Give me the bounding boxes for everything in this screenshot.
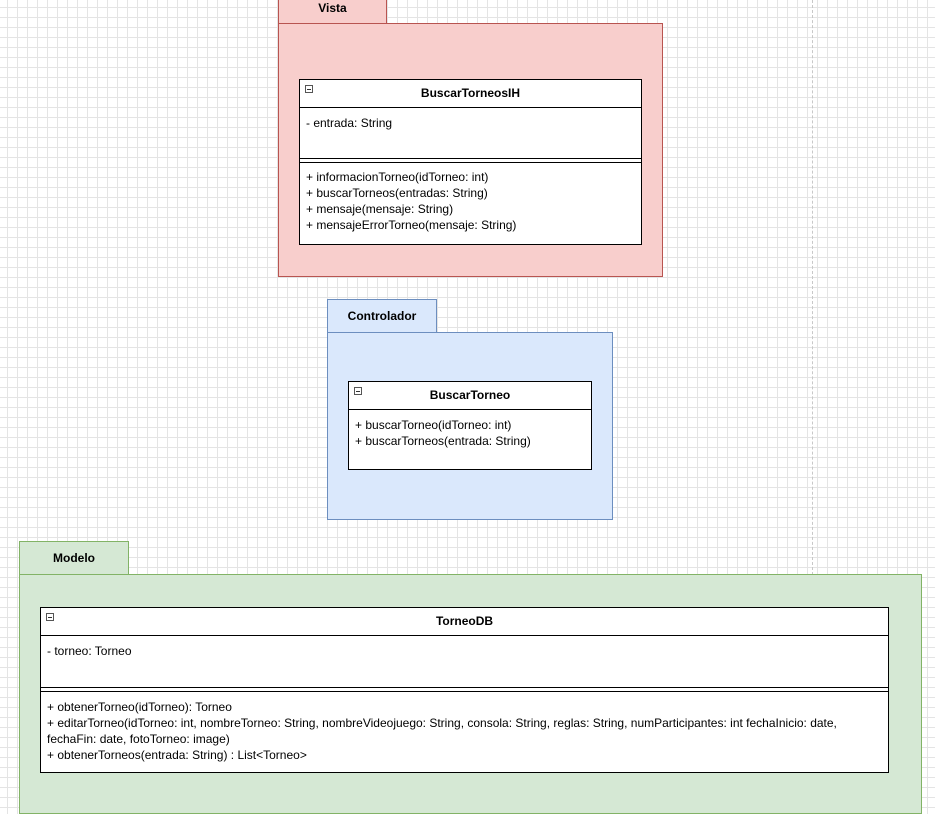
- collapse-minus-icon[interactable]: [46, 613, 54, 621]
- attribute-row: - entrada: String: [306, 116, 393, 130]
- class-name: BuscarTorneo: [429, 388, 511, 402]
- attributes-section: - torneo: Torneo: [41, 636, 888, 687]
- method-row: + mensaje(mensaje: String): [306, 202, 454, 216]
- methods-section: + informacionTorneo(idTorneo: int) + bus…: [300, 163, 641, 233]
- class-torneodb[interactable]: TorneoDB - torneo: Torneo + obtenerTorne…: [40, 607, 889, 773]
- class-divider: [41, 687, 888, 692]
- method-row: + buscarTorneo(idTorneo: int): [355, 418, 512, 432]
- class-buscartorneo[interactable]: BuscarTorneo + buscarTorneo(idTorneo: in…: [348, 381, 592, 470]
- class-header: TorneoDB: [41, 608, 888, 636]
- method-row: + mensajeErrorTorneo(mensaje: String): [306, 218, 517, 232]
- class-header: BuscarTorneo: [349, 382, 591, 410]
- class-name: TorneoDB: [435, 614, 494, 628]
- attributes-section: - entrada: String: [300, 108, 641, 158]
- method-row: + obtenerTorneo(idTorneo): Torneo: [47, 700, 232, 714]
- page-guide-line: [812, 0, 813, 575]
- method-row: + editarTorneo(idTorneo: int, nombreTorn…: [47, 716, 837, 746]
- package-vista-tab[interactable]: Vista: [278, 0, 387, 24]
- methods-section: + obtenerTorneo(idTorneo): Torneo + edit…: [41, 692, 888, 763]
- methods-section: + buscarTorneo(idTorneo: int) + buscarTo…: [349, 410, 591, 449]
- method-row: + informacionTorneo(idTorneo: int): [306, 170, 489, 184]
- method-row: + buscarTorneos(entradas: String): [306, 186, 488, 200]
- class-buscartorneosih[interactable]: BuscarTorneosIH - entrada: String + info…: [299, 79, 642, 245]
- collapse-minus-icon[interactable]: [354, 387, 362, 395]
- attribute-row: - torneo: Torneo: [47, 644, 132, 658]
- method-row: + buscarTorneos(entrada: String): [355, 434, 531, 448]
- class-name: BuscarTorneosIH: [420, 86, 521, 100]
- package-modelo-tab[interactable]: Modelo: [19, 541, 129, 575]
- class-header: BuscarTorneosIH: [300, 80, 641, 108]
- package-controlador-tab[interactable]: Controlador: [327, 299, 437, 333]
- collapse-minus-icon[interactable]: [305, 85, 313, 93]
- method-row: + obtenerTorneos(entrada: String) : List…: [47, 748, 307, 762]
- class-divider: [300, 158, 641, 163]
